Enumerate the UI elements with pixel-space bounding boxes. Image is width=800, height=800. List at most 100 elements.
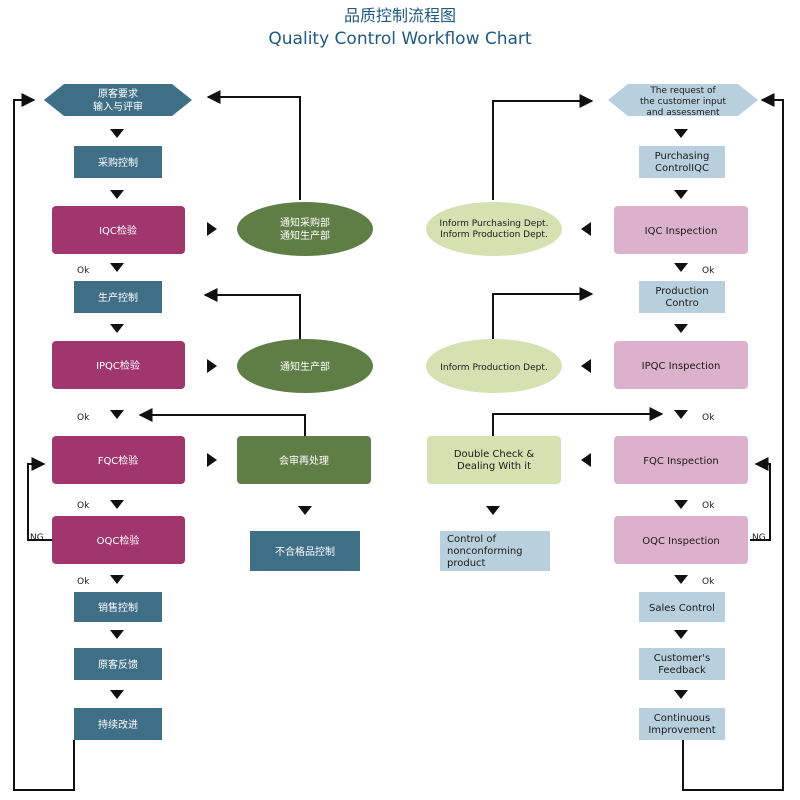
right-iqc-node bbox=[614, 206, 748, 254]
left-branches: 通知采购部 通知生产部 通知生产部 会审再处理 不合格品控制 bbox=[237, 202, 373, 571]
right-double-check-node bbox=[427, 436, 561, 484]
right-sales-label: Sales Control bbox=[649, 603, 715, 614]
left-start-node bbox=[44, 84, 192, 116]
right-double-check-label-2: Dealing With it bbox=[457, 461, 531, 472]
down-arrow-icon bbox=[674, 575, 688, 584]
left-purchasing-node bbox=[74, 146, 162, 178]
left-arrow-icon bbox=[581, 359, 591, 373]
down-arrow-icon bbox=[674, 690, 688, 699]
down-arrow-icon bbox=[674, 410, 688, 419]
left-notify-purchase-label-2: 通知生产部 bbox=[280, 229, 330, 242]
right-notify-to-start-arrow bbox=[492, 94, 594, 200]
right-ok-label-2: Ok bbox=[702, 413, 715, 423]
left-feedback-node bbox=[74, 648, 162, 680]
left-production-node bbox=[74, 281, 162, 313]
left-review-node bbox=[237, 436, 371, 484]
left-column: 原客要求 输入与评审 采购控制 IQC检验 Ok 生产控制 IPQC检验 Ok … bbox=[30, 84, 192, 740]
chart-title-cn: 品质控制流程图 bbox=[344, 6, 456, 25]
left-ipqc-node bbox=[52, 341, 185, 389]
right-production-node bbox=[639, 281, 725, 313]
left-nonconforming-node bbox=[250, 531, 360, 571]
right-nonconforming-label-2: nonconforming bbox=[447, 546, 523, 557]
left-sales-label: 销售控制 bbox=[98, 601, 138, 614]
down-arrow-icon bbox=[674, 630, 688, 639]
left-ng-label: NG bbox=[30, 533, 44, 543]
down-arrow-icon bbox=[110, 630, 124, 639]
right-ok-label-4: Ok bbox=[702, 577, 715, 587]
down-arrow-icon bbox=[110, 129, 124, 138]
left-ok-label-3: Ok bbox=[77, 501, 90, 511]
left-notify-purchase-label-1: 通知采购部 bbox=[280, 216, 330, 229]
right-ipqc-label: IPQC Inspection bbox=[642, 361, 721, 372]
right-notify-purchase-label-2: Inform Production Dept. bbox=[440, 230, 548, 240]
right-fqc-node bbox=[614, 436, 748, 484]
right-ipqc-node bbox=[614, 341, 748, 389]
right-feedback-loop bbox=[682, 93, 784, 791]
right-branches: Inform Purchasing Dept. Inform Productio… bbox=[426, 202, 562, 571]
left-ok-label-4: Ok bbox=[77, 577, 90, 587]
right-sales-node bbox=[639, 592, 725, 622]
left-oqc-node bbox=[52, 516, 185, 564]
left-notify-production-label: 通知生产部 bbox=[280, 360, 330, 373]
left-sales-node bbox=[74, 592, 162, 622]
right-improvement-node bbox=[639, 708, 725, 740]
right-oqc-label: OQC Inspection bbox=[642, 536, 720, 547]
down-arrow-icon bbox=[674, 324, 688, 333]
right-oqc-node bbox=[614, 516, 748, 564]
right-ok-label-1: Ok bbox=[702, 266, 715, 276]
down-arrow-icon bbox=[110, 690, 124, 699]
right-notify-to-production-arrow bbox=[492, 287, 594, 340]
left-purchasing-label: 采购控制 bbox=[98, 156, 138, 169]
right-double-check-label-1: Double Check & bbox=[454, 449, 535, 460]
connector-lines bbox=[13, 90, 784, 791]
right-improvement-label-2: Improvement bbox=[648, 725, 715, 736]
right-purchasing-node bbox=[639, 146, 725, 178]
right-notify-production-label: Inform Production Dept. bbox=[440, 363, 548, 373]
right-nonconforming-label-3: product bbox=[447, 558, 486, 569]
right-start-label-3: and assessment bbox=[646, 108, 720, 118]
right-start-label-1: The request of bbox=[649, 86, 716, 96]
left-notify-production-node bbox=[237, 339, 373, 393]
right-nonconforming-label-1: Control of bbox=[447, 534, 496, 545]
right-ok-label-3: Ok bbox=[702, 501, 715, 511]
left-nonconforming-label: 不合格品控制 bbox=[275, 545, 335, 558]
right-feedback-label-2: Feedback bbox=[658, 665, 706, 676]
right-ng-loop bbox=[750, 457, 771, 541]
right-production-label-1: Production bbox=[655, 286, 708, 297]
left-feedback-loop bbox=[13, 93, 75, 791]
right-arrow-icon bbox=[207, 359, 217, 373]
left-start-label-1: 原客要求 bbox=[98, 87, 138, 100]
right-iqc-label: IQC Inspection bbox=[645, 226, 718, 237]
right-arrow-icon bbox=[207, 453, 217, 467]
left-iqc-node bbox=[52, 206, 185, 254]
down-arrow-icon bbox=[674, 129, 688, 138]
right-purchasing-label-2: ControlIQC bbox=[655, 163, 709, 174]
left-review-to-fqc-arrow bbox=[138, 408, 306, 436]
left-ok-label-2: Ok bbox=[77, 413, 90, 423]
down-arrow-icon bbox=[110, 410, 124, 419]
left-ok-label-1: Ok bbox=[77, 266, 90, 276]
left-notify-to-production-arrow bbox=[203, 288, 301, 340]
right-purchasing-label-1: Purchasing bbox=[655, 151, 710, 162]
chart-title-en: Quality Control Workflow Chart bbox=[268, 29, 532, 49]
down-arrow-icon bbox=[110, 324, 124, 333]
left-production-label: 生产控制 bbox=[98, 291, 138, 304]
left-feedback-label: 原客反馈 bbox=[98, 658, 138, 671]
left-fqc-node bbox=[52, 436, 185, 484]
down-arrow-icon bbox=[674, 263, 688, 272]
left-arrow-icon bbox=[581, 222, 591, 236]
down-arrow-icon bbox=[110, 575, 124, 584]
left-review-label: 会审再处理 bbox=[279, 454, 329, 467]
right-start-label-2: the customer input bbox=[640, 97, 726, 107]
right-notify-production-node bbox=[426, 339, 562, 393]
left-iqc-label: IQC检验 bbox=[99, 224, 137, 237]
right-ng-label: NG bbox=[752, 533, 766, 543]
right-improvement-label-1: Continuous bbox=[654, 713, 710, 724]
left-arrow-icon bbox=[581, 453, 591, 467]
down-arrow-icon bbox=[298, 506, 312, 515]
right-double-check-to-fqc-arrow bbox=[492, 407, 664, 436]
right-feedback-label-1: Customer's bbox=[654, 653, 711, 664]
right-column: The request of the customer input and as… bbox=[608, 84, 766, 740]
right-nonconforming-node bbox=[440, 531, 550, 571]
